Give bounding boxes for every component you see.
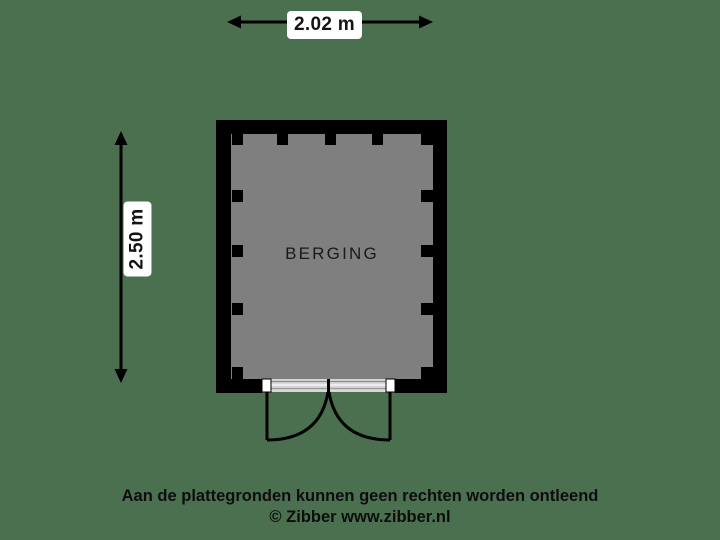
room-label-berging: BERGING xyxy=(285,244,379,263)
wall-stud xyxy=(421,245,433,257)
wall-stud xyxy=(232,134,243,145)
wall-stud xyxy=(421,134,433,145)
footer-copyright: © Zibber www.zibber.nl xyxy=(269,508,451,526)
wall-stud xyxy=(421,190,433,202)
dimension-label-width: 2.02 m xyxy=(287,11,362,39)
dimension-label-height: 2.50 m xyxy=(123,201,152,277)
wall-stud xyxy=(232,190,243,202)
wall-stud xyxy=(277,134,288,145)
wall-stud xyxy=(325,134,336,145)
wall-stud xyxy=(232,245,243,257)
wall-stud xyxy=(232,303,243,315)
wall-studs xyxy=(232,134,433,379)
wall-stud xyxy=(421,367,433,379)
wall-stud xyxy=(421,303,433,315)
wall-stud xyxy=(372,134,383,145)
footer-disclaimer: Aan de plattegronden kunnen geen rechten… xyxy=(121,487,599,505)
footer-text: Aan de plattegronden kunnen geen rechten… xyxy=(0,486,720,528)
room-walls xyxy=(216,120,447,393)
wall-stud xyxy=(232,367,243,379)
dimension-arrow-vertical xyxy=(114,131,128,383)
door-swing-right xyxy=(327,391,392,442)
door-swing-left xyxy=(265,391,330,442)
door-opening xyxy=(261,378,396,393)
